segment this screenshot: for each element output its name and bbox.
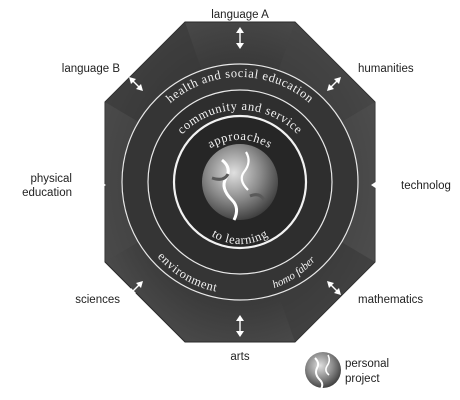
double-arrow-icon <box>236 27 244 49</box>
legend-globe-icon <box>305 352 341 390</box>
label-language-b: language B <box>62 63 121 75</box>
inner-ring-top-text: approaches <box>205 129 275 151</box>
label-sciences: sciences <box>75 294 120 306</box>
label-mathematics: mathematics <box>358 294 423 306</box>
double-arrow-icon <box>327 281 341 295</box>
double-arrow-icon <box>236 315 244 337</box>
legend-project: project <box>345 373 380 385</box>
legend-personal: personal <box>345 358 389 370</box>
globe-icon <box>202 144 278 221</box>
label-physical: physical <box>30 173 72 185</box>
double-arrow-icon <box>84 181 106 189</box>
label-language-a: language A <box>211 9 269 21</box>
inner-ring-bottom-text: to learning <box>210 226 271 247</box>
double-arrow-icon <box>327 77 341 91</box>
double-arrow-icon <box>129 281 143 295</box>
label-technology: technolog <box>401 180 451 192</box>
double-arrow-icon <box>129 77 143 91</box>
double-arrow-icon <box>371 181 393 189</box>
label-education: education <box>22 187 72 199</box>
label-humanities: humanities <box>358 63 414 75</box>
label-arts: arts <box>230 351 249 363</box>
